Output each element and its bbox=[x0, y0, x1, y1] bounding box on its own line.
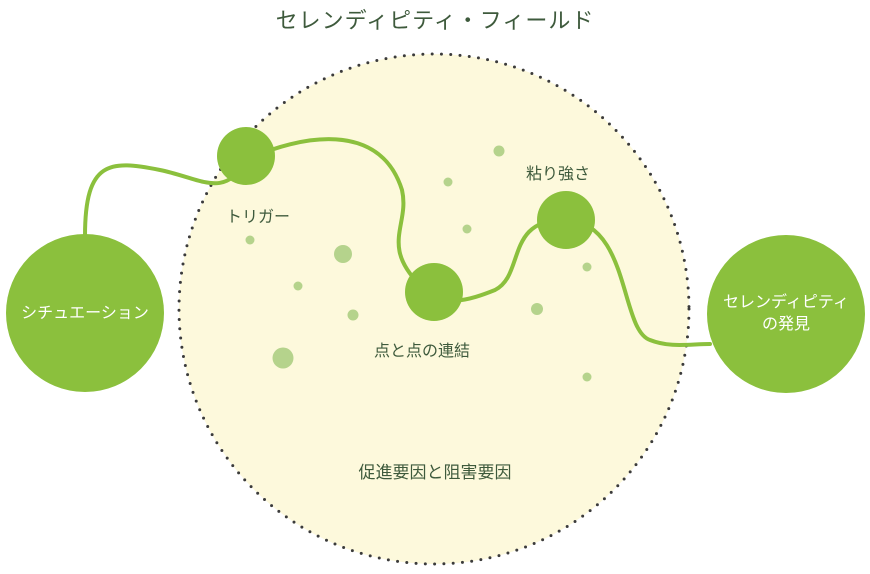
discovery-label: セレンディピティ の発見 bbox=[707, 291, 865, 335]
field-label: 促進要因と阻害要因 bbox=[358, 463, 512, 483]
situation-label: シチュエーション bbox=[6, 302, 164, 324]
situation-text: シチュエーション bbox=[21, 303, 149, 322]
diagram-title: セレンディピティ・フィールド bbox=[275, 9, 595, 34]
connecting-dots-node bbox=[405, 263, 463, 321]
situation-node bbox=[6, 234, 164, 392]
connecting-dots-label: 点と点の連結 bbox=[374, 341, 471, 360]
factor-particles bbox=[245, 145, 592, 382]
discovery-text-line2: の発見 bbox=[761, 314, 810, 333]
journey-path bbox=[83, 137, 712, 347]
trigger-label: トリガー bbox=[226, 207, 291, 226]
persistence-node bbox=[537, 191, 595, 249]
discovery-text-line1: セレンディピティ bbox=[723, 292, 849, 311]
trigger-node bbox=[217, 127, 275, 185]
persistence-label: 粘り強さ bbox=[526, 164, 591, 183]
discovery-node bbox=[707, 235, 865, 393]
